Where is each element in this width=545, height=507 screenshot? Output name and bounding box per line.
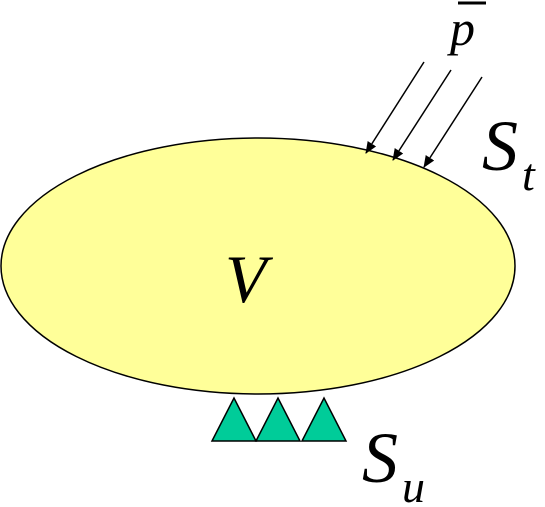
support-triangle xyxy=(210,396,258,442)
body-ellipse xyxy=(0,137,516,395)
support-triangle xyxy=(254,396,302,442)
support-group xyxy=(210,396,348,442)
displacement-boundary-main: S xyxy=(362,418,398,498)
traction-boundary-subscript: t xyxy=(522,149,536,200)
displacement-boundary-label: Su xyxy=(362,418,425,507)
load-arrows xyxy=(365,61,483,168)
load-arrow xyxy=(392,69,452,161)
traction-boundary-main: S xyxy=(482,106,518,186)
load-arrow xyxy=(423,76,483,168)
load-label: p xyxy=(447,0,475,56)
traction-boundary-label: St xyxy=(482,106,536,200)
support-triangle xyxy=(300,396,348,442)
body-label: V xyxy=(225,241,274,317)
displacement-boundary-subscript: u xyxy=(402,461,425,507)
load-arrow xyxy=(365,61,425,154)
